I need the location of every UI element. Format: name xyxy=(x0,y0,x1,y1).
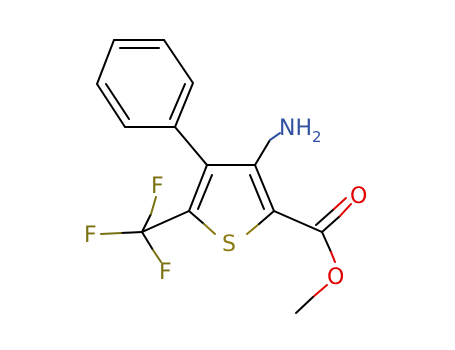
bond-ph-5 xyxy=(96,83,126,128)
thiophene-ring xyxy=(188,164,275,235)
bond-o-me xyxy=(295,296,314,314)
bond-c4-c5 xyxy=(188,164,208,212)
bond-cf-left xyxy=(120,231,143,234)
atom-o-carbonyl-label: O xyxy=(350,184,367,209)
bond-c5-s xyxy=(188,210,205,225)
bond-ph-c4 xyxy=(174,126,208,166)
bond-cf-top-colored xyxy=(150,196,157,215)
bond-ph-inner-2 xyxy=(169,83,186,120)
bond-c-o-single-colored xyxy=(330,251,336,263)
bond-c5-s-colored xyxy=(203,223,216,235)
bond-cf-left-colored xyxy=(100,232,122,235)
bond-cf-bottom xyxy=(141,231,154,251)
bond-c-o-double-1 xyxy=(321,215,341,233)
bond-ph-2 xyxy=(163,39,194,84)
bond-s-c2 xyxy=(258,210,275,225)
bond-c5-cf3 xyxy=(141,210,190,233)
atom-s-label: S xyxy=(222,232,236,257)
atom-nh2-subscript: 2 xyxy=(312,128,322,146)
bond-c3-c2 xyxy=(254,164,275,212)
bond-c4-c5-inner xyxy=(197,174,213,210)
bond-cf-bottom-colored xyxy=(152,249,162,263)
bond-ph-3 xyxy=(174,82,194,128)
atom-nh2-main: NH xyxy=(279,116,312,141)
bond-ph-inner-3 xyxy=(105,83,130,120)
bond-o-me-colored xyxy=(312,284,328,298)
bond-s-c2-colored xyxy=(246,223,260,235)
atom-f1-label: F xyxy=(151,174,164,199)
atom-o-ester-label: O xyxy=(327,265,344,290)
atom-nh2-label: NH2 xyxy=(279,116,322,146)
bond-c-o-single xyxy=(321,231,332,253)
bond-c-o-double-2-colored xyxy=(333,197,347,210)
bond-ph-6 xyxy=(96,39,115,85)
bond-cf-top xyxy=(141,213,152,233)
bond-c-o-double-1-colored xyxy=(339,203,352,217)
bond-c3-c2-inner xyxy=(249,174,265,210)
atom-f2-label: F xyxy=(84,223,97,248)
bond-c-o-double-2 xyxy=(315,208,335,226)
bond-c3-n xyxy=(254,139,271,166)
bond-c2-cester xyxy=(273,210,323,233)
phenyl-ring xyxy=(96,39,194,128)
atom-f3-label: F xyxy=(159,260,172,285)
bond-c3-n-colored xyxy=(269,132,281,141)
